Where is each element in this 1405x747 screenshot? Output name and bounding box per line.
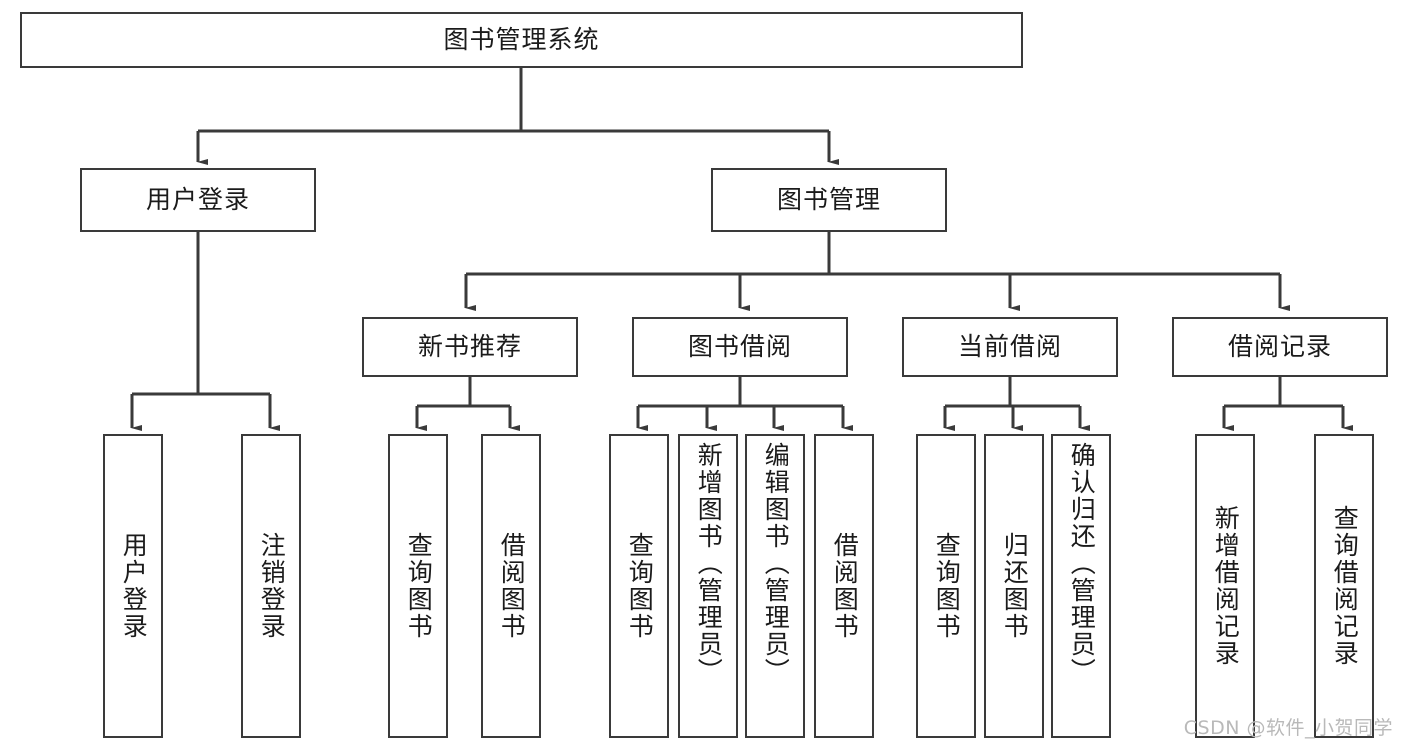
node-current-borrow-label: 当前借阅 <box>957 332 1062 361</box>
node-leaf-user-login[interactable]: 用户登录 <box>103 434 163 738</box>
node-leaf-query-book-2-label: 查询图书 <box>625 532 655 640</box>
node-book-management-label: 图书管理 <box>776 185 881 214</box>
node-book-management[interactable]: 图书管理 <box>711 168 947 232</box>
node-current-borrow[interactable]: 当前借阅 <box>902 317 1118 377</box>
node-new-book-recommend-label: 新书推荐 <box>417 332 522 361</box>
node-leaf-return-book-label: 归还图书 <box>1000 532 1030 640</box>
node-leaf-query-book-1-label: 查询图书 <box>404 532 434 640</box>
node-user-login-label: 用户登录 <box>145 185 250 214</box>
node-leaf-confirm-return-label: 确认归还（管理员） <box>1067 442 1097 685</box>
node-leaf-borrow-book-1-label: 借阅图书 <box>497 532 527 640</box>
node-leaf-borrow-book-2[interactable]: 借阅图书 <box>814 434 874 738</box>
node-leaf-add-borrow-record[interactable]: 新增借阅记录 <box>1195 434 1255 738</box>
node-leaf-query-borrow-record[interactable]: 查询借阅记录 <box>1314 434 1374 738</box>
node-leaf-borrow-book-2-label: 借阅图书 <box>830 532 860 640</box>
node-leaf-logout[interactable]: 注销登录 <box>241 434 301 738</box>
node-root-label: 图书管理系统 <box>443 25 600 54</box>
node-leaf-borrow-book-1[interactable]: 借阅图书 <box>481 434 541 738</box>
node-root[interactable]: 图书管理系统 <box>20 12 1023 68</box>
node-leaf-add-borrow-record-label: 新增借阅记录 <box>1211 505 1241 667</box>
watermark: CSDN @软件_小贺同学 <box>1183 717 1393 739</box>
node-leaf-logout-label: 注销登录 <box>257 532 287 640</box>
node-leaf-confirm-return[interactable]: 确认归还（管理员） <box>1051 434 1111 738</box>
node-leaf-query-borrow-record-label: 查询借阅记录 <box>1330 505 1360 667</box>
node-leaf-return-book[interactable]: 归还图书 <box>984 434 1044 738</box>
node-leaf-query-book-3-label: 查询图书 <box>932 532 962 640</box>
node-leaf-query-book-2[interactable]: 查询图书 <box>609 434 669 738</box>
node-leaf-query-book-1[interactable]: 查询图书 <box>388 434 448 738</box>
node-leaf-add-book[interactable]: 新增图书（管理员） <box>678 434 738 738</box>
node-leaf-add-book-label: 新增图书（管理员） <box>694 442 724 685</box>
node-user-login[interactable]: 用户登录 <box>80 168 316 232</box>
node-borrow-record-label: 借阅记录 <box>1227 332 1332 361</box>
node-leaf-edit-book[interactable]: 编辑图书（管理员） <box>745 434 805 738</box>
node-book-borrow-label: 图书借阅 <box>687 332 792 361</box>
node-borrow-record[interactable]: 借阅记录 <box>1172 317 1388 377</box>
node-new-book-recommend[interactable]: 新书推荐 <box>362 317 578 377</box>
node-leaf-edit-book-label: 编辑图书（管理员） <box>761 442 791 685</box>
node-leaf-user-login-label: 用户登录 <box>119 532 149 640</box>
node-book-borrow[interactable]: 图书借阅 <box>632 317 848 377</box>
node-leaf-query-book-3[interactable]: 查询图书 <box>916 434 976 738</box>
